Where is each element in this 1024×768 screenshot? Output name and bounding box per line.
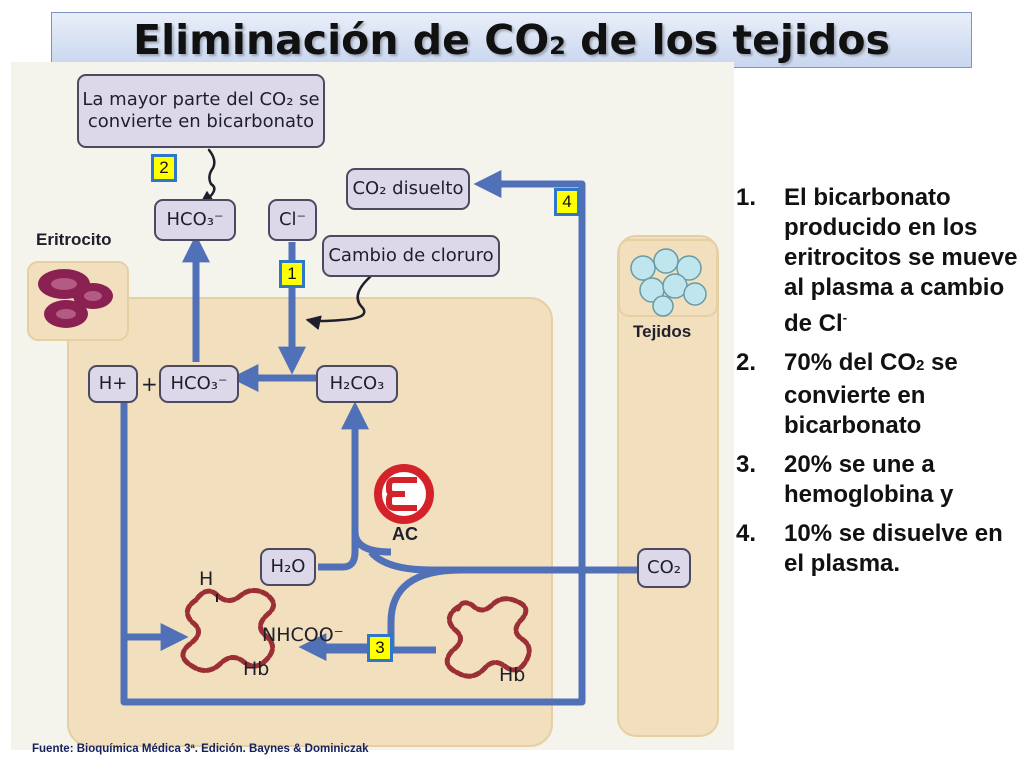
plus-sign: + [141,372,158,396]
step-4-number: 4. [736,520,757,547]
step-1-text: El bicarbonato producido en los eritroci… [784,184,1018,337]
step-3: 3. 20% se une a hemoglobina y [736,450,1018,510]
hb-right-label: Hb [499,664,526,686]
red-blood-cells-icon [38,269,113,328]
carbonic-anhydrase-symbol [374,464,434,524]
step-1-number: 1. [736,184,757,211]
chloride-label: Cl⁻ [278,209,307,231]
steps-list: 1. El bicarbonato producido en los eritro… [736,183,1018,588]
water-box: H₂O [260,548,316,586]
step-1-superscript: - [842,310,848,325]
ac-label: AC [392,524,418,544]
carbonic-acid-label: H₂CO₃ [329,373,385,395]
tissue-column [617,235,719,737]
proton-box: H+ [88,365,138,403]
tissue-label: Tejidos [633,322,692,341]
water-label: H₂O [270,556,306,578]
slide-title: Eliminación de CO2 de los tejidos [133,16,890,64]
tissue-cells-icon [630,248,707,317]
chloride-shift-callout: Cambio de cloruro [322,235,500,277]
step-2-text-a: 70% del CO [784,349,917,376]
proton-label: H+ [98,373,128,395]
chloride-box: Cl⁻ [268,199,317,241]
step-2: 2. 70% del CO2 se convierte en bicarbonat… [736,348,1018,441]
step-2-subscript: 2 [916,357,925,374]
step-2-text-b: se convierte en bicarbonato [784,349,958,439]
diagram-graphics [27,148,719,747]
title-bar: Eliminación de CO2 de los tejidos [51,12,972,68]
step-2-number: 2. [736,349,757,376]
step-1: 1. El bicarbonato producido en los eritro… [736,183,1018,339]
bicarbonate-box-mid: HCO₃⁻ [159,365,239,403]
bicarbonate-top-label: HCO₃⁻ [166,209,224,231]
tissue-co2-label: CO₂ [647,557,681,579]
callout-co2-to-bicarbonate: La mayor parte del CO₂ se convierte en b… [77,74,325,148]
co2-elimination-diagram: La mayor parte del CO₂ se convierte en b… [11,62,734,750]
carbamino-label: NHCOO⁻ [262,624,344,646]
marker-3: 3 [367,634,393,662]
source-citation: Fuente: Bioquímica Médica 3ª. Edición. B… [32,743,369,755]
dissolved-co2-arrow [473,170,586,570]
marker-1: 1 [279,260,305,288]
bottom-loop-path [120,570,586,706]
hb-molecule-right [444,596,532,679]
hb-molecule-left [180,588,276,673]
carbamino-h-label: H [199,568,214,590]
dissolved-co2-box: CO₂ disuelto [346,168,470,210]
step-3-text: 20% se une a hemoglobina y [784,451,954,508]
bicarbonate-box-top: HCO₃⁻ [154,199,236,241]
bicarbonate-mid-label: HCO₃⁻ [170,373,228,395]
marker-4: 4 [554,188,580,216]
tissue-co2-box: CO₂ [637,548,691,588]
hb-left-label: Hb [243,658,270,680]
carbonic-acid-box: H₂CO₃ [316,365,398,403]
marker-2: 2 [151,154,177,182]
step-4-text: 10% se disuelve en el plasma. [784,520,1003,577]
erythrocyte-label: Eritrocito [36,230,112,249]
callout-text: La mayor parte del CO₂ se convierte en b… [82,88,320,133]
chloride-shift-label: Cambio de cloruro [328,245,494,267]
step-3-number: 3. [736,451,757,478]
carbamino-path [298,566,462,661]
step-4: 4. 10% se disuelve en el plasma. [736,519,1018,579]
erythrocyte-cell [67,297,553,747]
dissolved-co2-label: CO₂ disuelto [352,178,464,200]
